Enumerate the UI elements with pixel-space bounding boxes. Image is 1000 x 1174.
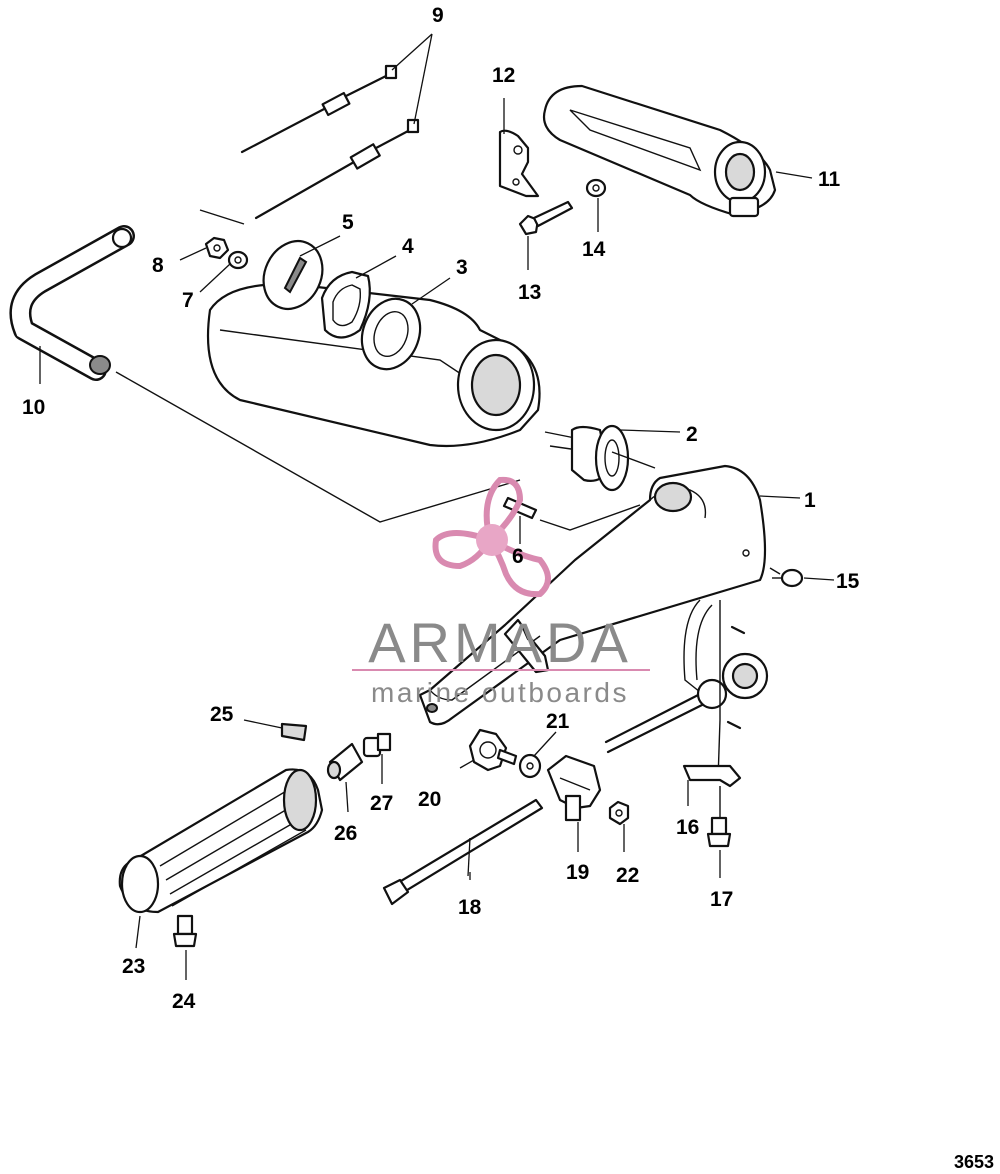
bushing-2	[544, 424, 656, 492]
callout-3: 3	[456, 256, 468, 279]
callout-27: 27	[370, 792, 393, 815]
callout-19: 19	[566, 861, 589, 884]
callout-6: 6	[512, 545, 524, 568]
watermark-tagline: marine outboards	[371, 677, 629, 708]
rod-18	[382, 798, 544, 906]
callout-5: 5	[342, 211, 354, 234]
bracket-19	[546, 754, 602, 822]
bracket-11	[542, 84, 777, 218]
callout-14: 14	[582, 238, 606, 261]
knob-20	[468, 728, 518, 772]
bolt-13	[518, 200, 574, 236]
tiller-arm-1	[418, 464, 767, 726]
callout-22: 22	[616, 864, 639, 887]
watermark-brand: ARMADA	[368, 611, 632, 674]
callout-4: 4	[402, 235, 414, 258]
plate-5	[262, 240, 324, 310]
callout-2: 2	[686, 423, 698, 446]
callout-23: 23	[122, 955, 145, 978]
gasket-4	[320, 270, 371, 339]
decal-25	[280, 722, 308, 742]
pin-27	[362, 732, 392, 758]
stud-6	[502, 496, 538, 520]
plug-15	[769, 567, 804, 588]
seal-ring-3	[360, 297, 422, 371]
clip-12	[498, 129, 540, 198]
washer-14	[585, 178, 607, 198]
callout-26: 26	[334, 822, 357, 845]
callout-12: 12	[492, 64, 515, 87]
callout-10: 10	[22, 396, 45, 419]
screw-24	[172, 914, 198, 948]
callout-20: 20	[418, 788, 441, 811]
callout-15: 15	[836, 570, 860, 593]
nut-8	[204, 236, 230, 260]
callout-7: 7	[182, 289, 194, 312]
callout-18: 18	[458, 896, 482, 919]
screw-17	[706, 786, 732, 848]
washer-7	[227, 250, 249, 270]
callout-11: 11	[818, 168, 841, 191]
assembly-guide-lines	[115, 209, 641, 531]
callout-8: 8	[152, 254, 164, 277]
washer-21	[518, 753, 542, 779]
callout-24: 24	[172, 990, 196, 1013]
watermark: ARMADA marine outboards	[352, 476, 650, 708]
sleeve-26	[326, 742, 364, 782]
cable-assembly	[240, 64, 420, 220]
propeller-icon	[432, 476, 551, 598]
callout-17: 17	[710, 888, 733, 911]
throttle-shaft-assembly	[604, 599, 769, 781]
plate-16	[682, 764, 742, 788]
hose	[9, 225, 135, 381]
document-number: 3653	[954, 1152, 994, 1172]
grip-23	[118, 768, 324, 914]
leader-lines	[39, 33, 835, 980]
callout-25: 25	[210, 703, 234, 726]
callout-16: 16	[676, 816, 699, 839]
callout-1: 1	[804, 489, 816, 512]
nut-22	[608, 800, 630, 826]
callout-21: 21	[546, 710, 570, 733]
callout-9: 9	[432, 4, 444, 27]
callout-13: 13	[518, 281, 541, 304]
callouts: 1 2 3 4 5 6 7 8 9 10 11 12 13 14 15 16 1…	[22, 4, 860, 1013]
